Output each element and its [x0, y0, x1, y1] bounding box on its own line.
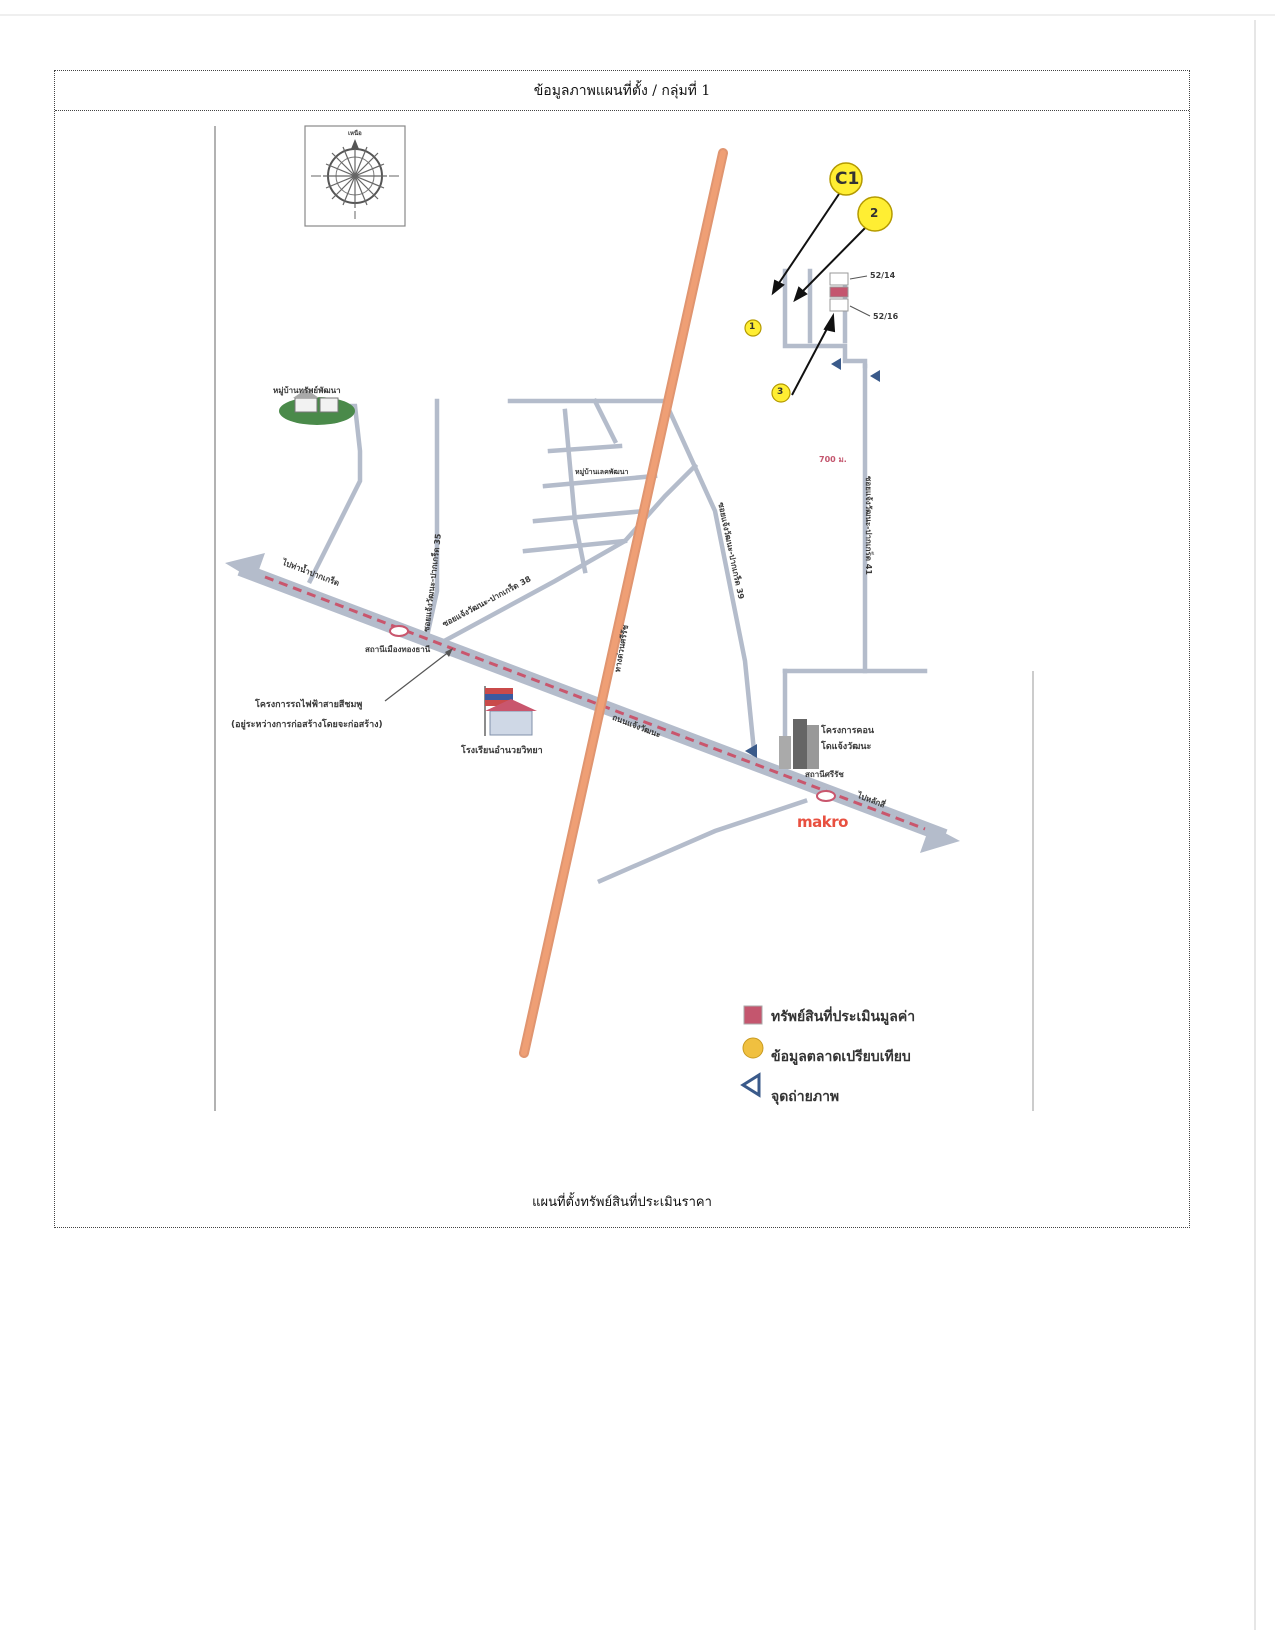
- marker-1-label: 1: [749, 322, 756, 332]
- location-map: [214, 125, 1034, 1111]
- school-icon: [484, 686, 537, 736]
- marker-3-icon: [771, 383, 791, 403]
- condo-tower-icon: [779, 719, 819, 769]
- market-comparable-circle-icon: [742, 1037, 764, 1059]
- subject-property-plots: [829, 272, 871, 317]
- scan-edge-top: [0, 14, 1275, 16]
- marker-2-icon: [857, 196, 893, 232]
- frame-header: ข้อมูลภาพแผนที่ตั้ง / กลุ่มที่ 1: [55, 71, 1189, 111]
- makro-logo: makro: [797, 813, 848, 831]
- marker-3-label: 3: [777, 387, 784, 397]
- map-caption: แผนที่ตั้งทรัพย์สินที่ประเมินราคา: [532, 1195, 712, 1210]
- photo-point-icon: [740, 1072, 761, 1098]
- legend-subject-property: ทรัพย์สินที่ประเมินมูลค่า: [771, 1009, 916, 1025]
- road-label-soi-41: ซอยแจ้งวัฒนะ-ปากเกร็ด 41: [864, 476, 873, 575]
- map-frame: ข้อมูลภาพแผนที่ตั้ง / กลุ่มที่ 1: [54, 70, 1190, 1228]
- plot-label-52-14: 52/14: [870, 271, 896, 280]
- station2-label: สถานีศรีรัช: [805, 770, 844, 779]
- monorail-label: โครงการรถไฟฟ้าสายสีชมพู: [255, 700, 363, 710]
- station-icons: [389, 625, 836, 802]
- compass-rose-icon: [304, 125, 406, 227]
- scan-edge-right: [1254, 20, 1256, 1630]
- photo-point-icons: [745, 358, 880, 758]
- monorail-pointer: [384, 650, 451, 702]
- road-label-housing: หมู่บ้านเลคพัฒนา: [575, 468, 629, 476]
- marker-1-icon: [744, 319, 762, 337]
- station-label: สถานีเมืองทองธานี: [365, 645, 431, 654]
- legend-market-comparable: ข้อมูลตลาดเปรียบเทียบ: [771, 1049, 911, 1065]
- marker-c1-label: C1: [835, 169, 860, 189]
- legend-photo-point: จุดถ่ายภาพ: [771, 1089, 840, 1105]
- page-title: ข้อมูลภาพแผนที่ตั้ง / กลุ่มที่ 1: [533, 82, 711, 99]
- school-label: โรงเรียนอำนวยวิทยา: [461, 746, 543, 756]
- plot-label-52-16: 52/16: [873, 312, 899, 321]
- marker-2-label: 2: [870, 206, 879, 220]
- distance-label: 700 ม.: [819, 455, 847, 464]
- map-area: C1 2 1 3 52/14 52/16 700 ม. เหนือ ซอยแจ้…: [55, 111, 1189, 1229]
- marker-arrows: [771, 190, 871, 396]
- marker-c1-icon: [829, 162, 863, 196]
- subject-property-square-icon: [743, 1005, 763, 1025]
- monorail-note: (อยู่ระหว่างการก่อสร้างโดยจะก่อสร้าง): [231, 720, 383, 730]
- village-icon: [279, 389, 355, 425]
- subject-property-square-icon: [829, 286, 849, 298]
- condo-label: โครงการคอนโดแจ้งวัฒนะ: [821, 726, 874, 752]
- village-label: หมู่บ้านทรัพย์พัฒนา: [273, 386, 341, 395]
- compass-north-label: เหนือ: [348, 130, 362, 137]
- legend-icons: [740, 1005, 764, 1098]
